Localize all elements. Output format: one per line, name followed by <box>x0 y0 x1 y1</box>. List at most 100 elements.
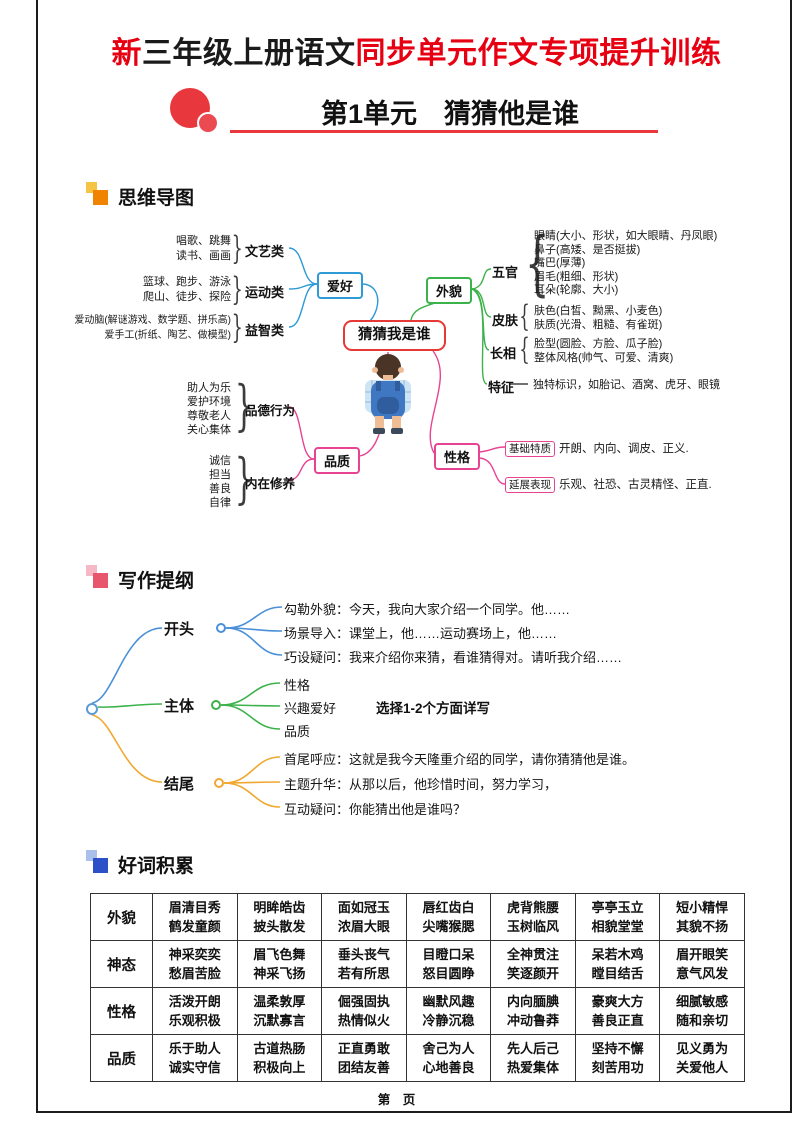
words-cell: 正直勇敢 团结友善 <box>321 1034 407 1082</box>
words-cell: 唇红齿白 尖嘴猴腮 <box>405 893 492 941</box>
looks-items: 脸型(圆脸、方脸、瓜子脸) 整体风格(帅气、可爱、清爽) <box>534 338 674 364</box>
words-row-expression: 神态 神采奕奕 愁眉苦脸 眉飞色舞 神采飞扬 垂头丧气 若有所思 目瞪口呆 怒目… <box>90 940 745 988</box>
red-circle-small <box>197 112 219 134</box>
unit-title: 第1单元 猜猜他是谁 <box>320 99 580 129</box>
brace-icon: } <box>231 308 243 346</box>
words-cell: 眉飞色舞 神采飞扬 <box>236 940 323 988</box>
words-cell: 先人后己 热爱集体 <box>490 1034 576 1082</box>
words-row-personality: 性格 活泼开朗 乐观积极 温柔敦厚 沉默寡言 倔强固执 热情似火 幽默风趣 冷静… <box>90 987 745 1035</box>
outline-item: 勾勒外貌：今天，我向大家介绍一个同学。他…… <box>284 602 571 617</box>
hobby-art-items: 唱歌、跳舞 读书、画画 <box>176 235 231 262</box>
brace-icon: } <box>231 270 243 308</box>
words-cell: 幽默风趣 冷静沉稳 <box>405 987 492 1035</box>
quality-inner-label: 内在修养 <box>245 477 296 491</box>
outline-ending-node <box>214 778 224 788</box>
looks-label: 长相 <box>490 346 517 361</box>
personality-basic-tag: 基础特质 <box>505 441 555 457</box>
hobby-node: 爱好 <box>317 272 364 299</box>
title-part-training: 提升训练 <box>599 37 722 70</box>
words-cell: 豪爽大方 善良正直 <box>574 987 661 1035</box>
words-cell: 短小精悍 其貌不扬 <box>659 893 745 941</box>
outline-branch-opening-label: 开头 <box>164 621 195 638</box>
words-category: 神态 <box>90 940 153 988</box>
unit-decoration-circles-icon <box>170 86 228 140</box>
outline-item: 互动疑问：你能猜出他是谁吗？ <box>284 802 467 817</box>
words-cell: 神采奕奕 愁眉苦脸 <box>152 940 238 988</box>
words-category: 品质 <box>90 1034 153 1082</box>
hobby-sport-items: 篮球、跑步、游泳 爬山、徒步、探险 <box>143 276 231 303</box>
words-cell: 明眸皓齿 披头散发 <box>236 893 323 941</box>
brace-icon: { <box>519 332 530 367</box>
words-cell: 活泼开朗 乐观积极 <box>152 987 238 1035</box>
outline-section-title: 写作提纲 <box>118 571 195 592</box>
mindmap-diagram: 唱歌、跳舞 读书、画画 } 文艺类 篮球、跑步、游泳 爬山、徒步、探险 } 运动… <box>55 228 755 528</box>
words-cell: 面如冠玉 浓眉大眼 <box>321 893 407 941</box>
outline-diagram: 开头 勾勒外貌：今天，我向大家介绍一个同学。他…… 场景导入：课堂上，他……运动… <box>58 598 758 828</box>
skin-items: 肤色(白皙、黝黑、小麦色) 肤质(光滑、粗糙、有雀斑) <box>534 305 663 331</box>
words-cell: 倔强固执 热情似火 <box>321 987 407 1035</box>
hobby-puzzle-items: 爱动脑(解谜游戏、数学题、拼乐高) 爱手工(折纸、陶艺、做模型) <box>74 315 231 341</box>
quality-inner-items: 诚信 担当 善良 自律 <box>209 455 231 509</box>
words-row-quality: 品质 乐于助人 诚实守信 古道热肠 积极向上 正直勇敢 团结友善 舍己为人 心地… <box>90 1034 745 1082</box>
mindmap-center-node: 猜猜我是谁 <box>343 320 446 352</box>
outline-connector-lines <box>91 606 283 808</box>
outline-opening-node <box>216 623 226 633</box>
quality-behavior-label: 品德行为 <box>245 404 296 418</box>
words-cell: 眉开眼笑 意气风发 <box>659 940 745 988</box>
outline-item: 品质 <box>284 724 311 739</box>
traits-label: 特征 <box>488 380 515 395</box>
mindmap-connector-lines <box>288 247 528 485</box>
words-category: 外貌 <box>90 893 153 941</box>
words-cell: 全神贯注 笑逐颜开 <box>490 940 576 988</box>
hobby-sport-label: 运动类 <box>245 285 285 300</box>
personality-node: 性格 <box>434 443 481 470</box>
squares-icon <box>86 565 110 589</box>
squares-icon <box>86 182 110 206</box>
personality-basic-item: 基础特质开朗、内向、调皮、正义. <box>505 440 689 457</box>
words-cell: 亭亭玉立 相貌堂堂 <box>574 893 661 941</box>
words-cell: 虎背熊腰 玉树临风 <box>490 893 576 941</box>
brace-icon: } <box>231 229 243 267</box>
quality-behavior-items: 助人为乐 爱护环境 尊敬老人 关心集体 <box>187 382 231 436</box>
words-cell: 细腻敏感 随和亲切 <box>659 987 745 1035</box>
words-cell: 内向腼腆 冲动鲁莽 <box>490 987 576 1035</box>
hobby-art-label: 文艺类 <box>245 244 285 259</box>
words-table: 外貌 眉清目秀 鹤发童颜 明眸皓齿 披头散发 面如冠玉 浓眉大眼 唇红齿白 尖嘴… <box>90 893 745 1082</box>
words-cell: 呆若木鸡 瞠目结舌 <box>574 940 661 988</box>
personality-basic-text: 开朗、内向、调皮、正义. <box>559 443 689 455</box>
brace-icon: { <box>525 222 550 304</box>
brace-icon: } <box>234 447 254 510</box>
brace-icon: } <box>234 374 254 437</box>
mindmap-section-title: 思维导图 <box>118 188 195 209</box>
outline-item: 兴趣爱好 <box>284 701 337 716</box>
personality-extended-tag: 延展表现 <box>505 477 555 493</box>
title-part-sync: 同步单元作文专项 <box>355 37 600 70</box>
outline-item: 巧设疑问：我来介绍你来猜，看谁猜得对。请听我介绍…… <box>284 650 623 665</box>
traits-items: 独特标识，如胎记、酒窝、虎牙、眼镜 <box>533 379 720 391</box>
outline-branch-body-label: 主体 <box>164 698 195 715</box>
personality-extended-item: 延展表现乐观、社恐、古灵精怪、正直. <box>505 476 712 493</box>
unit-underline <box>230 130 658 133</box>
quality-node: 品质 <box>314 447 361 474</box>
words-category: 性格 <box>90 987 153 1035</box>
outline-root-node <box>86 703 98 715</box>
words-cell: 乐于助人 诚实守信 <box>152 1034 238 1082</box>
page-title: 新三年级上册语文同步单元作文专项提升训练 <box>40 28 793 72</box>
outline-body-node <box>211 700 221 710</box>
outline-item: 性格 <box>284 678 311 693</box>
features-label: 五官 <box>492 265 519 280</box>
words-cell: 古道热肠 积极向上 <box>236 1034 323 1082</box>
title-part-new: 新 <box>111 37 142 70</box>
personality-extended-text: 乐观、社恐、古灵精怪、正直. <box>559 479 712 491</box>
words-cell: 坚持不懈 刻苦用功 <box>574 1034 661 1082</box>
title-part-grade: 三年级上册语文 <box>142 37 356 70</box>
outline-item: 首尾呼应：这就是我今天隆重介绍的同学，请你猜猜他是谁。 <box>284 752 636 767</box>
hobby-puzzle-label: 益智类 <box>245 323 285 338</box>
words-cell: 舍己为人 心地善良 <box>405 1034 492 1082</box>
brace-icon: { <box>519 299 530 334</box>
outline-item: 场景导入：课堂上，他……运动赛场上，他…… <box>284 626 558 641</box>
appearance-node: 外貌 <box>426 277 473 304</box>
words-cell: 温柔敦厚 沉默寡言 <box>236 987 323 1035</box>
page-number: 第 页 <box>377 1093 416 1107</box>
